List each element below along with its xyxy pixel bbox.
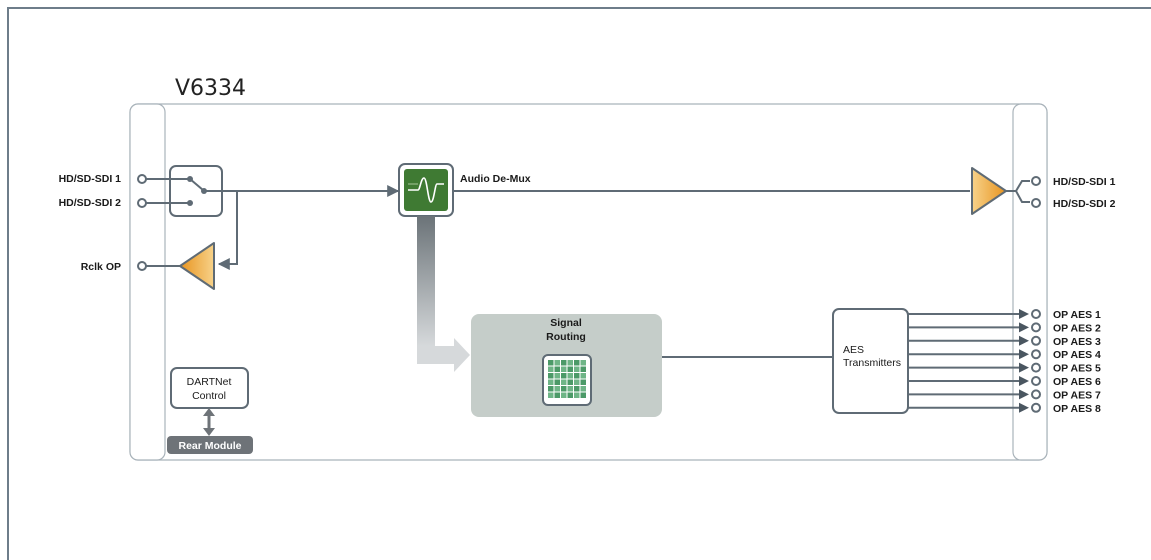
- grid-cell: [567, 386, 573, 392]
- aes-output-label: OP AES 5: [1053, 363, 1101, 375]
- output-label-sdi2: HD/SD-SDI 2: [1053, 198, 1116, 210]
- signal-routing-label-1: Signal: [550, 317, 582, 329]
- grid-cell: [561, 392, 567, 398]
- aes-arrow-icon: [1019, 349, 1029, 360]
- aes-connector: [1031, 402, 1041, 413]
- grid-cell: [574, 386, 580, 392]
- aes-connector: [1031, 376, 1041, 386]
- right-connector-panel: [1012, 103, 1048, 461]
- aes-arrow-icon: [1019, 309, 1029, 319]
- grid-cell: [567, 366, 573, 372]
- aes-transmitters-label-1: AES: [843, 344, 864, 356]
- grid-cell: [554, 360, 560, 366]
- selector-switch-icon: [169, 165, 223, 217]
- audio-demux-block: [398, 163, 454, 217]
- aes-arrow-icon: [1019, 376, 1029, 386]
- aes-transmitters-label-2: Transmitters: [843, 357, 901, 369]
- outer-frame: [7, 7, 1151, 560]
- grid-cell: [548, 386, 554, 392]
- grid-cell: [561, 386, 567, 392]
- grid-cell: [567, 360, 573, 366]
- grid-cell: [554, 392, 560, 398]
- connector-sdi1-in: [137, 174, 147, 184]
- grid-cell: [548, 379, 554, 385]
- dartnet-label-1: DARTNet: [187, 376, 232, 388]
- grid-cell: [548, 366, 554, 372]
- rear-module-label: Rear Module: [178, 440, 241, 452]
- aes-output-label: OP AES 1: [1053, 309, 1101, 321]
- connector-rclk-out: [137, 261, 147, 271]
- rclk-amplifier-icon: [179, 242, 215, 290]
- grid-cell: [567, 373, 573, 379]
- grid-cell: [561, 379, 567, 385]
- aes-arrow-icon: [1019, 322, 1029, 333]
- aes-arrow-icon: [1019, 389, 1029, 400]
- demux-to-routing-flow: [417, 216, 470, 372]
- dartnet-control-block: [170, 367, 249, 409]
- aes-output-label: OP AES 4: [1053, 349, 1101, 361]
- aes-output-label: OP AES 3: [1053, 336, 1101, 348]
- aes-connector: [1031, 322, 1041, 333]
- aes-output-label: OP AES 6: [1053, 376, 1101, 388]
- grid-cell: [554, 366, 560, 372]
- grid-cell: [561, 360, 567, 366]
- dartnet-label-2: Control: [192, 390, 226, 402]
- input-label-sdi2: HD/SD-SDI 2: [59, 197, 122, 209]
- audio-demux-label: Audio De-Mux: [460, 173, 531, 185]
- grid-cell: [574, 379, 580, 385]
- grid-cell: [548, 392, 554, 398]
- grid-cell: [548, 373, 554, 379]
- grid-cell: [574, 373, 580, 379]
- grid-cell: [580, 379, 586, 385]
- aes-connector: [1031, 309, 1041, 319]
- grid-cell: [574, 366, 580, 372]
- aes-output-label: OP AES 2: [1053, 322, 1101, 334]
- aes-output-label: OP AES 7: [1053, 389, 1101, 401]
- aes-arrow-icon: [1019, 402, 1029, 413]
- device-title: V6334: [175, 76, 246, 101]
- connector-sdi1-out: [1031, 176, 1041, 186]
- aes-connector: [1031, 349, 1041, 360]
- output-label-sdi1: HD/SD-SDI 1: [1053, 176, 1116, 188]
- aes-transmitters-block: [832, 308, 909, 414]
- output-label-rclk: Rclk OP: [81, 261, 121, 273]
- rear-module-badge: [167, 436, 253, 454]
- grid-cell: [580, 392, 586, 398]
- grid-cell: [561, 373, 567, 379]
- grid-cell: [574, 360, 580, 366]
- output-amplifier-icon: [971, 167, 1007, 215]
- connector-sdi2-in: [137, 198, 147, 208]
- grid-matrix-icon: [542, 354, 592, 406]
- grid-cell: [580, 386, 586, 392]
- aes-connector: [1031, 362, 1041, 373]
- aes-arrow-icon: [1019, 335, 1029, 346]
- signal-routing-label-2: Routing: [546, 331, 586, 343]
- grid-cell: [554, 373, 560, 379]
- aes-arrow-icon: [1019, 362, 1029, 373]
- grid-cell: [554, 386, 560, 392]
- grid-cell: [580, 366, 586, 372]
- grid-cell: [548, 360, 554, 366]
- aes-connector: [1031, 389, 1041, 400]
- grid-cell: [561, 366, 567, 372]
- left-connector-panel: [129, 103, 166, 461]
- grid-cell: [580, 360, 586, 366]
- grid-cell: [580, 373, 586, 379]
- bidirectional-arrow-icon: [203, 408, 215, 436]
- aes-outputs: OP AES 1OP AES 2 OP AES 3OP AES 4 OP AES 5…: [908, 309, 1101, 415]
- grid-cell: [567, 379, 573, 385]
- input-label-sdi1: HD/SD-SDI 1: [59, 173, 122, 185]
- grid-cell: [554, 379, 560, 385]
- waveform-icon: [408, 177, 444, 203]
- aes-output-label: OP AES 8: [1053, 403, 1101, 415]
- grid-cell: [574, 392, 580, 398]
- grid-cell: [567, 392, 573, 398]
- aes-connector: [1031, 335, 1041, 346]
- connector-sdi2-out: [1031, 198, 1041, 208]
